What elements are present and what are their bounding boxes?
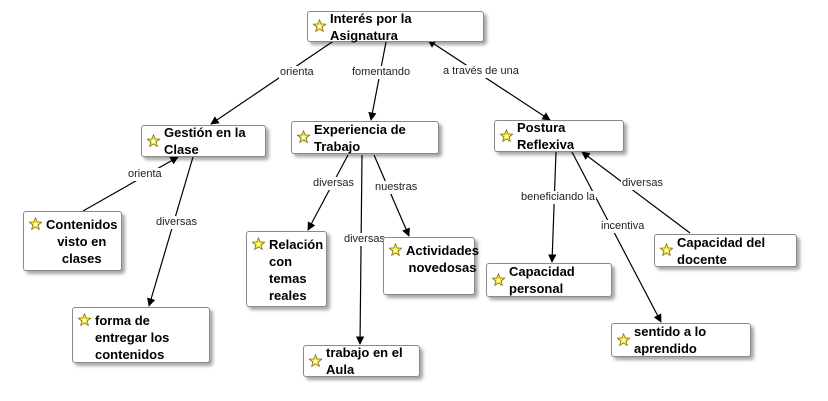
- edge-gestion-contenidos: [82, 156, 179, 212]
- link-label-fomentando: fomentando: [351, 66, 412, 79]
- edge-postura-capacidad-docente: [581, 151, 691, 234]
- concept-star-icon: [388, 243, 403, 257]
- concept-label: Interés por la Asignatura: [330, 10, 412, 43]
- concept-node-relacion[interactable]: Relación con temas reales: [246, 231, 327, 307]
- concept-star-icon: [28, 217, 43, 231]
- concept-label: Gestión en la Clase: [164, 125, 246, 157]
- link-label-diversas: diversas: [312, 177, 355, 190]
- concept-node-trabajo[interactable]: trabajo en el Aula: [303, 345, 420, 377]
- link-label-beneficiando: beneficiando la: [520, 191, 597, 204]
- concept-node-capacidad-docente[interactable]: Capacidad del docente: [654, 234, 797, 267]
- concept-label: Contenidos visto en clases: [46, 217, 118, 266]
- link-label-diversas: diversas: [621, 177, 664, 190]
- link-label-orienta: orienta: [127, 168, 163, 181]
- concept-node-contenidos[interactable]: Contenidos visto en clases: [23, 211, 122, 271]
- edge-interes-postura: [427, 39, 551, 121]
- concept-label: Postura Reflexiva: [517, 120, 575, 152]
- concept-star-icon: [146, 133, 161, 147]
- concept-label: Capacidad del docente: [677, 234, 766, 267]
- concept-star-icon: [308, 353, 323, 367]
- edge-experiencia-relacion: [307, 154, 349, 231]
- edge-postura-capacidad-personal: [548, 151, 557, 263]
- link-label-incentiva: incentiva: [600, 220, 646, 233]
- concept-star-icon: [251, 237, 266, 251]
- concept-star-icon: [296, 130, 311, 144]
- link-label-nuestras: nuestras: [374, 181, 419, 194]
- concept-star-icon: [659, 243, 674, 257]
- concept-label: Relación con temas reales: [269, 237, 324, 303]
- link-label-orienta: orienta: [279, 66, 315, 79]
- concept-node-gestion[interactable]: Gestión en la Clase: [141, 125, 266, 157]
- concept-label: Experiencia de Trabajo: [314, 121, 406, 154]
- concept-node-sentido[interactable]: sentido a lo aprendido: [611, 323, 751, 357]
- edge-experiencia-actividades: [373, 154, 410, 237]
- concept-label: trabajo en el Aula: [326, 345, 403, 377]
- concept-star-icon: [77, 313, 92, 327]
- link-label-a-traves: a través de una: [442, 65, 520, 78]
- edge-interes-experiencia: [368, 41, 387, 121]
- concept-label: Actividades novedosas: [406, 243, 479, 275]
- concept-node-experiencia[interactable]: Experiencia de Trabajo: [291, 121, 439, 154]
- concept-star-icon: [312, 19, 327, 33]
- concept-star-icon: [616, 332, 631, 346]
- concept-star-icon: [499, 128, 514, 142]
- concept-node-forma[interactable]: forma de entregar los contenidos: [72, 307, 210, 363]
- concept-label: sentido a lo aprendido: [634, 324, 707, 356]
- edge-postura-sentido: [571, 151, 662, 323]
- concept-node-capacidad-personal[interactable]: Capacidad personal: [486, 263, 612, 297]
- edge-interes-gestion: [210, 39, 336, 125]
- concept-node-actividades[interactable]: Actividades novedosas: [383, 237, 479, 295]
- concept-node-postura[interactable]: Postura Reflexiva: [494, 120, 624, 152]
- edge-gestion-forma: [147, 156, 194, 307]
- concept-star-icon: [491, 272, 506, 286]
- concept-label: forma de entregar los contenidos: [95, 313, 170, 362]
- concept-node-interes[interactable]: Interés por la Asignatura: [307, 10, 484, 43]
- edge-experiencia-trabajo: [355, 154, 365, 345]
- concept-label: Capacidad personal: [509, 264, 575, 296]
- link-label-diversas: diversas: [343, 233, 386, 246]
- link-label-diversas: diversas: [155, 216, 198, 229]
